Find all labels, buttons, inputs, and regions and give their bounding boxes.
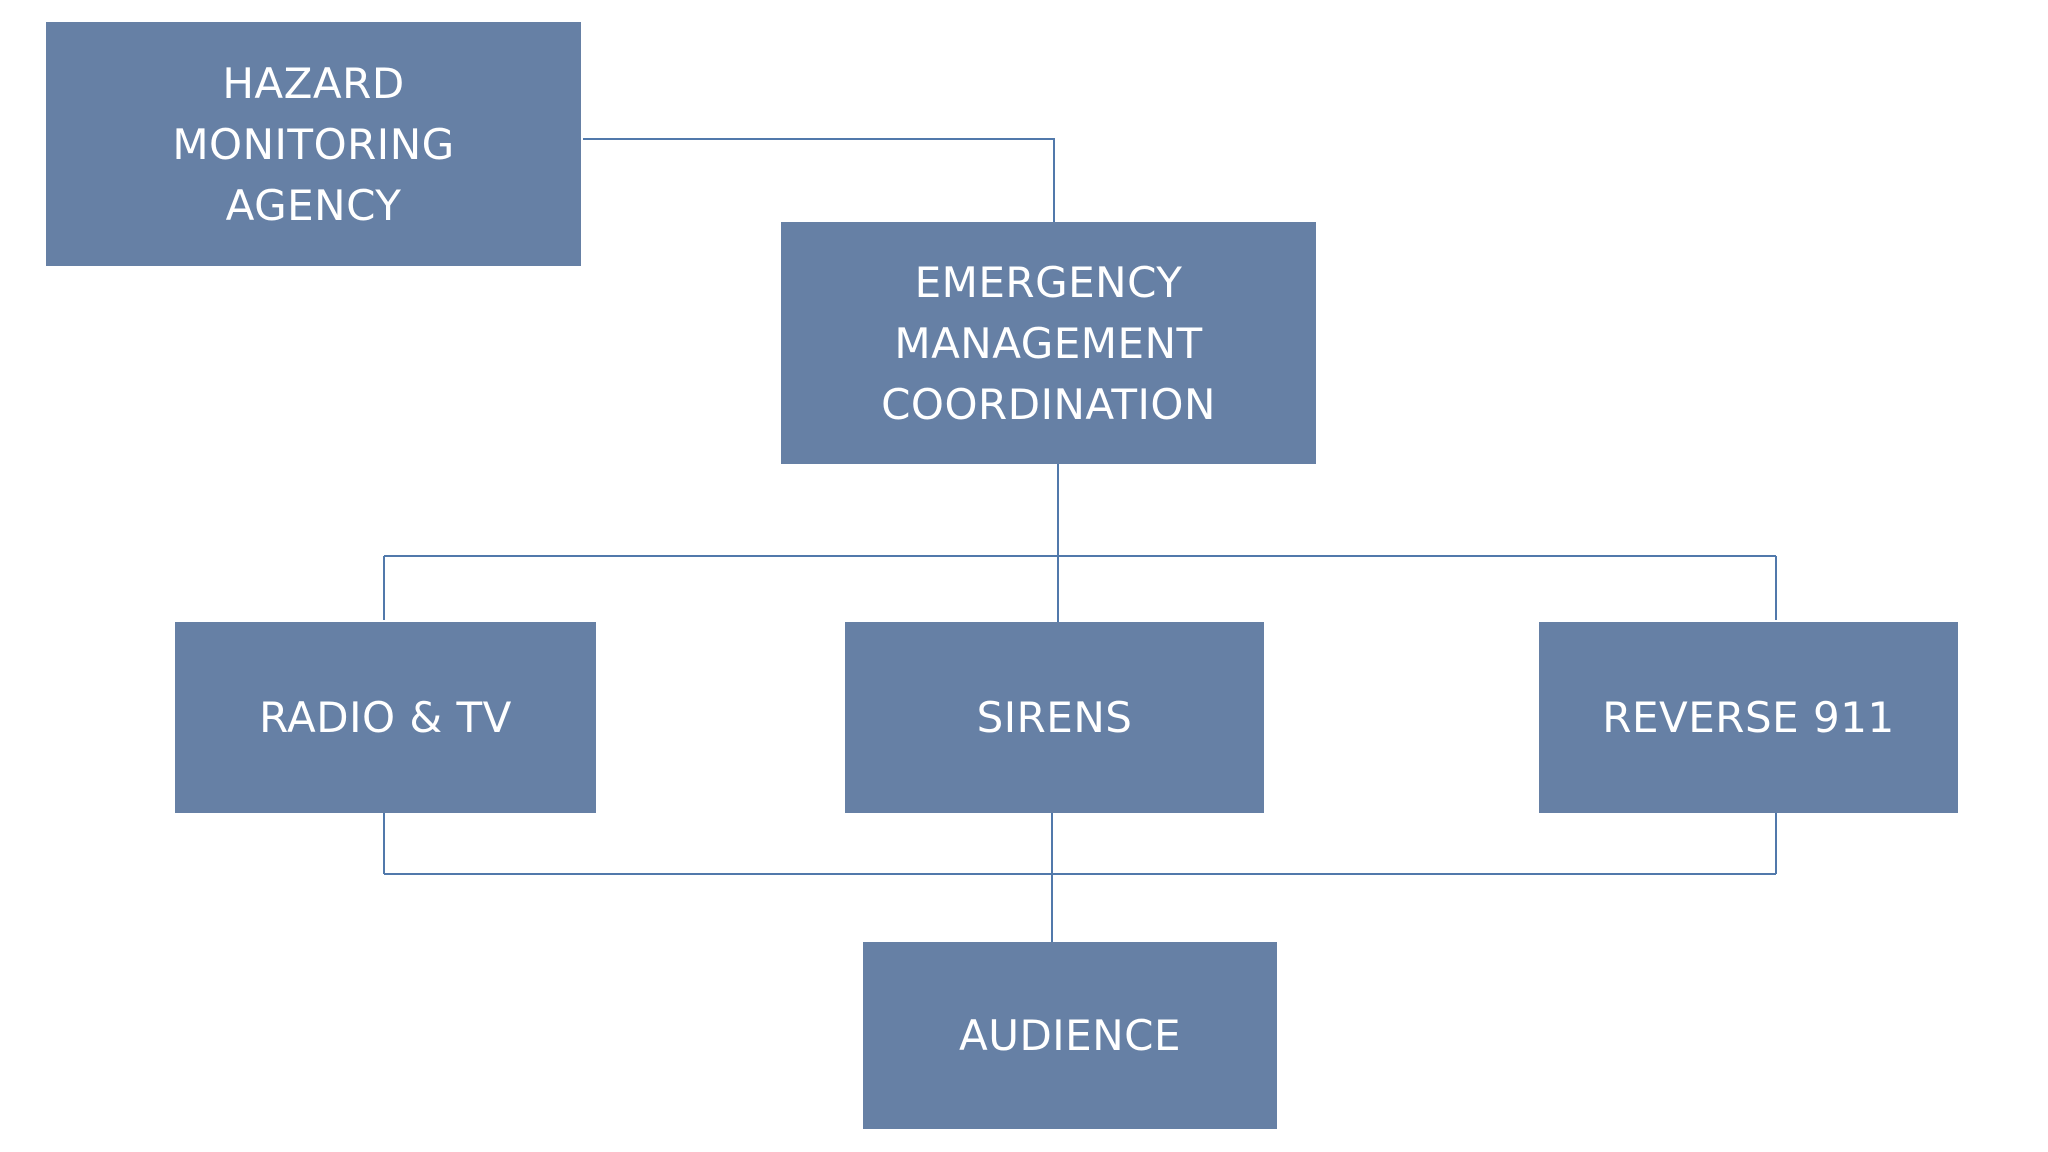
node-label: RADIO & TV <box>259 693 512 742</box>
node-sirens: SIRENS <box>845 622 1264 813</box>
node-emergency-management-coordination: EMERGENCY MANAGEMENT COORDINATION <box>781 222 1316 464</box>
node-label: SIRENS <box>976 693 1133 742</box>
node-hazard-monitoring-agency: HAZARD MONITORING AGENCY <box>46 22 581 266</box>
node-label: REVERSE 911 <box>1602 693 1895 742</box>
connector-hazard-to-emergency <box>583 138 1055 222</box>
node-reverse-911: REVERSE 911 <box>1539 622 1958 813</box>
node-audience: AUDIENCE <box>863 942 1277 1129</box>
node-label: EMERGENCY MANAGEMENT COORDINATION <box>881 257 1216 429</box>
node-label: AUDIENCE <box>958 1011 1182 1060</box>
node-radio-tv: RADIO & TV <box>175 622 596 813</box>
node-label: HAZARD MONITORING AGENCY <box>172 58 455 230</box>
